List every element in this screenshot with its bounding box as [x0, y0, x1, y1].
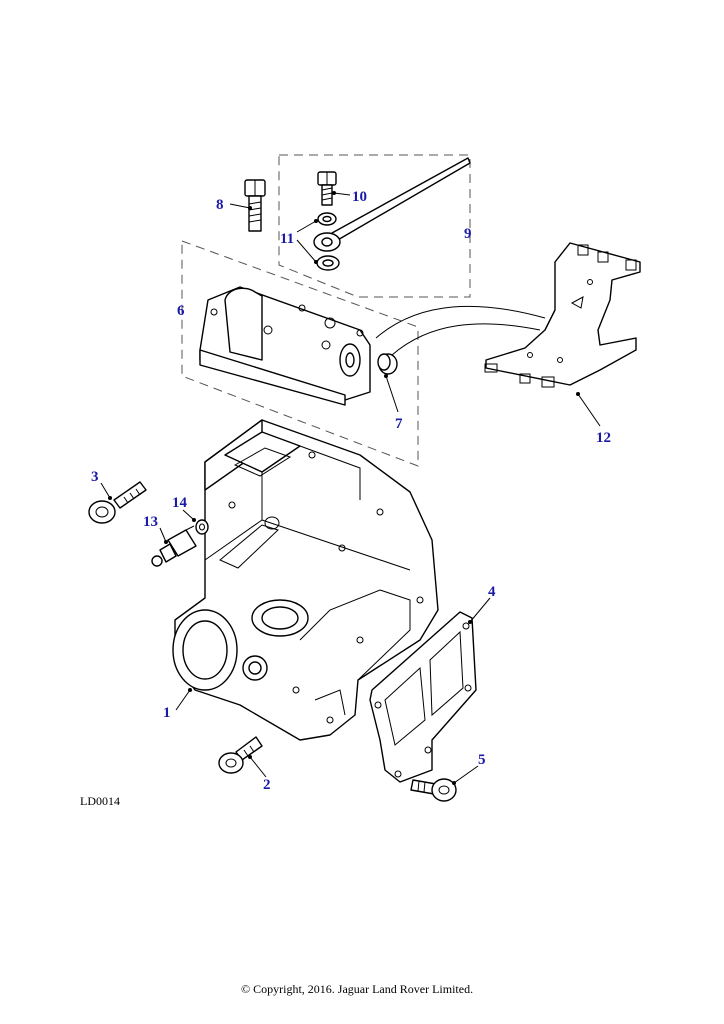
- part-4-gasket: [369, 611, 477, 783]
- callout-14: 14: [172, 495, 188, 511]
- group-box-6: [181, 240, 419, 467]
- part-3-bolt: [88, 481, 147, 524]
- group-box-9: [278, 154, 471, 298]
- callout-12: 12: [596, 430, 611, 446]
- callout-2: 2: [263, 777, 271, 793]
- callout-13: 13: [143, 514, 158, 530]
- cable-curve-2: [391, 323, 541, 356]
- callout-5: 5: [478, 752, 486, 768]
- part-1-housing: [172, 419, 439, 741]
- callout-8: 8: [216, 197, 224, 213]
- diagram-reference: LD0014: [80, 794, 120, 808]
- part-5-bolt: [410, 778, 457, 802]
- part-8-bolt: [244, 179, 266, 232]
- part-6-cover: [199, 286, 371, 406]
- callout-7: 7: [395, 416, 403, 432]
- callout-3: 3: [91, 469, 99, 485]
- part-9-rod: [313, 157, 471, 252]
- part-14-washer: [195, 519, 209, 535]
- part-7-plug: [377, 353, 398, 375]
- part-13-switch: [151, 525, 197, 567]
- part-12-bracket: [484, 242, 641, 388]
- callout-1: 1: [163, 705, 171, 721]
- callout-11: 11: [280, 231, 294, 247]
- part-10-bolt: [317, 171, 337, 206]
- cable-curve: [375, 305, 546, 339]
- part-2-bolt: [218, 736, 263, 774]
- part-11-washers: [316, 212, 340, 271]
- leader-lines: [100, 191, 601, 785]
- callout-9: 9: [464, 226, 472, 242]
- callout-4: 4: [488, 584, 496, 600]
- callout-6: 6: [177, 303, 185, 319]
- copyright-notice: © Copyright, 2016. Jaguar Land Rover Lim…: [241, 982, 473, 996]
- callout-10: 10: [352, 189, 367, 205]
